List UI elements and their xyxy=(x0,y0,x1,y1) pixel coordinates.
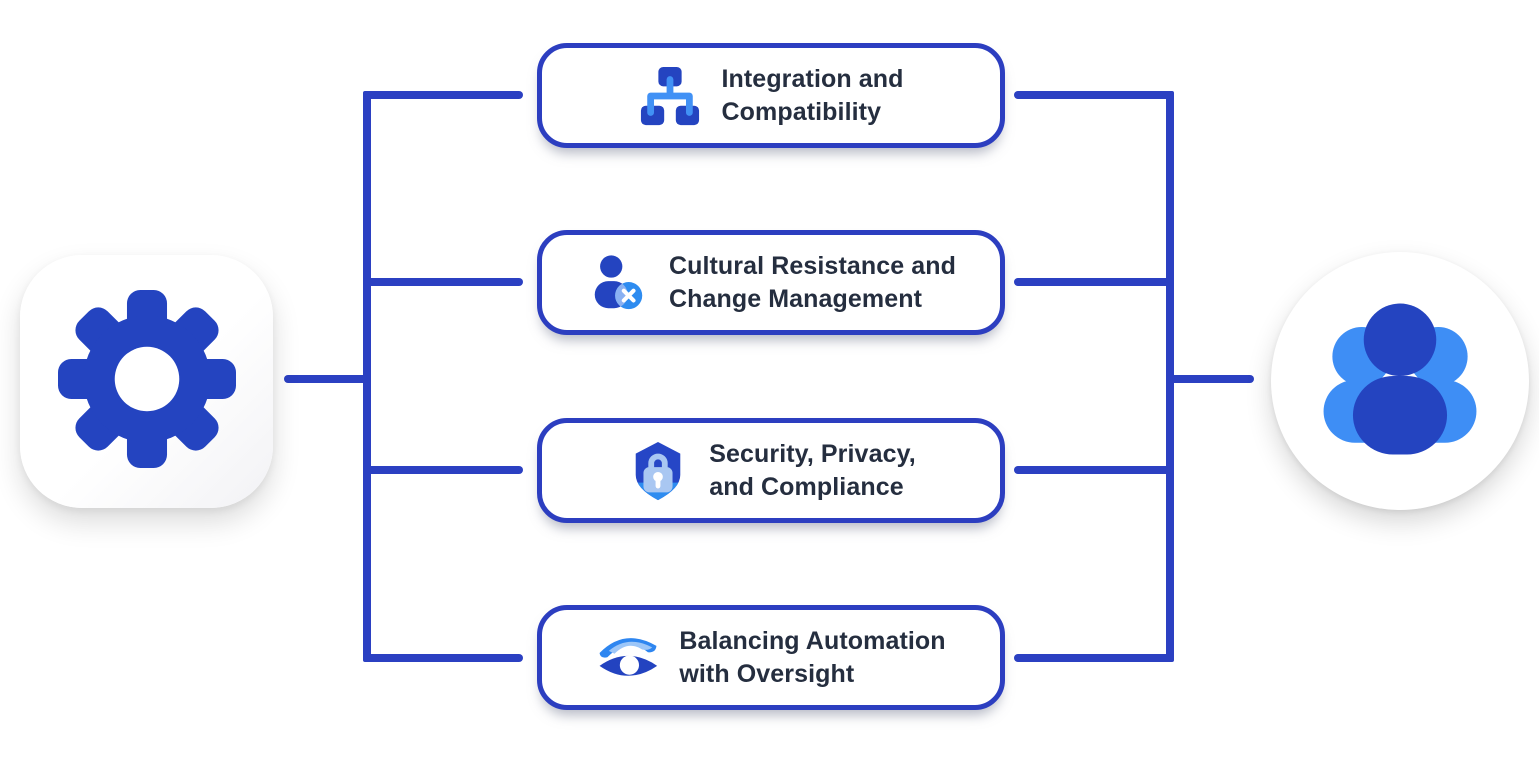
node-automation-oversight: Balancing Automation with Oversight xyxy=(537,605,1005,710)
right-branch-4 xyxy=(1014,654,1174,662)
person-x-icon xyxy=(586,251,650,315)
eye-icon xyxy=(596,626,660,690)
shield-lock-icon xyxy=(626,439,690,503)
node-cultural-resistance: Cultural Resistance and Change Managemen… xyxy=(537,230,1005,335)
gear-icon xyxy=(57,290,236,473)
right-branch-2 xyxy=(1014,278,1174,286)
gear-to-bus-line xyxy=(284,375,371,383)
node-label: Balancing Automation with Oversight xyxy=(679,627,946,688)
left-branch-3 xyxy=(363,466,523,474)
node-label: Security, Privacy, and Compliance xyxy=(709,440,916,501)
left-branch-1 xyxy=(363,91,523,99)
left-branch-4 xyxy=(363,654,523,662)
node-security-privacy: Security, Privacy, and Compliance xyxy=(537,418,1005,523)
bus-to-people-line xyxy=(1166,375,1254,383)
target-people-card xyxy=(1271,252,1529,510)
node-label: Integration and Compatibility xyxy=(721,65,904,126)
source-gear-card xyxy=(20,255,273,508)
left-branch-2 xyxy=(363,278,523,286)
node-integration-compatibility: Integration and Compatibility xyxy=(537,43,1005,148)
right-branch-3 xyxy=(1014,466,1174,474)
node-label: Cultural Resistance and Change Managemen… xyxy=(668,252,957,313)
hierarchy-icon xyxy=(638,64,702,128)
people-group-icon xyxy=(1302,281,1498,482)
right-branch-1 xyxy=(1014,91,1174,99)
